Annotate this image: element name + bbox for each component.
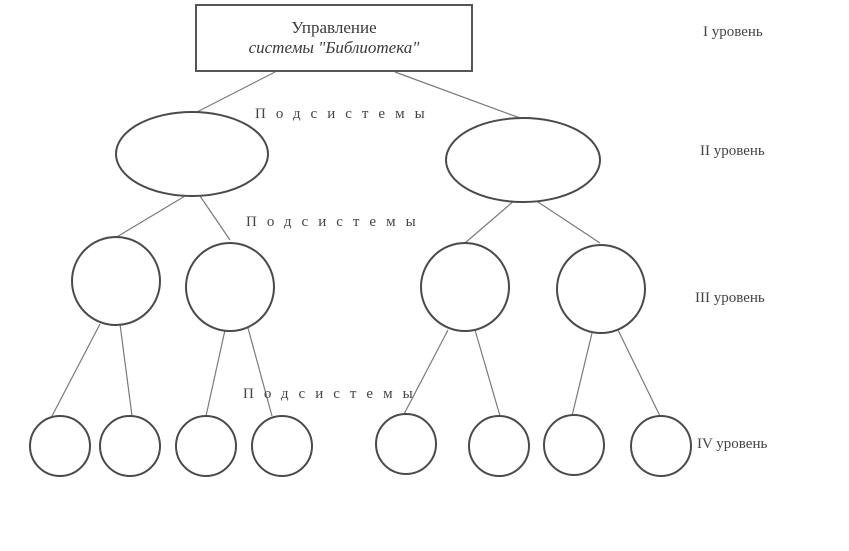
- subsystem-node-4h: [630, 415, 692, 477]
- connector-l2b-l3c: [464, 199, 516, 244]
- subsystem-node-4c: [175, 415, 237, 477]
- subsystems-label-3: Подсистемы: [243, 386, 423, 402]
- subsystem-node-3d: [556, 244, 646, 334]
- connector-l2b-l3d: [534, 199, 601, 244]
- subsystem-node-2a: [115, 111, 269, 197]
- connector-root-left: [194, 71, 276, 114]
- subsystem-node-4a: [29, 415, 91, 477]
- subsystem-node-4g: [543, 414, 605, 476]
- level-4-nodes: [29, 413, 692, 477]
- subsystem-node-3b: [185, 242, 275, 332]
- subsystem-node-3a: [71, 236, 161, 326]
- level-label-4: IV уровень: [697, 436, 768, 452]
- subsystem-node-2b: [445, 117, 601, 203]
- subsystem-node-3c: [420, 242, 510, 332]
- connector-l3a-l4a: [51, 323, 101, 417]
- connector-l3b-l4d: [247, 327, 273, 417]
- subsystems-label-2: Подсистемы: [246, 214, 426, 230]
- subsystem-node-4e: [375, 413, 437, 475]
- subsystems-label-1: Подсистемы: [255, 106, 435, 122]
- connector-root-right: [394, 71, 521, 119]
- level-label-2: II уровень: [700, 143, 765, 159]
- connector-l3c-l4f: [474, 329, 501, 417]
- connector-l3d-l4h: [617, 329, 661, 417]
- subsystem-node-4b: [99, 415, 161, 477]
- subsystem-node-4f: [468, 415, 530, 477]
- subsystem-node-4d: [251, 415, 313, 477]
- connector-l2a-l3a: [114, 195, 186, 239]
- connector-l3b-l4c: [205, 329, 226, 417]
- connector-l2a-l3b: [199, 195, 231, 241]
- root-title-line1: Управление: [291, 18, 377, 37]
- connectors: [51, 71, 661, 417]
- level-label-3: III уровень: [695, 290, 765, 306]
- level-label-1: I уровень: [703, 24, 763, 40]
- level-2-nodes: [115, 111, 601, 203]
- connector-l3c-l4e: [402, 329, 449, 417]
- connector-l3d-l4g: [571, 332, 593, 417]
- root-management-box: Управление системы "Библиотека": [195, 4, 473, 72]
- level-3-nodes: [71, 236, 646, 334]
- connector-l3a-l4b: [119, 323, 133, 417]
- root-title-line2: системы "Библиотека": [248, 38, 420, 57]
